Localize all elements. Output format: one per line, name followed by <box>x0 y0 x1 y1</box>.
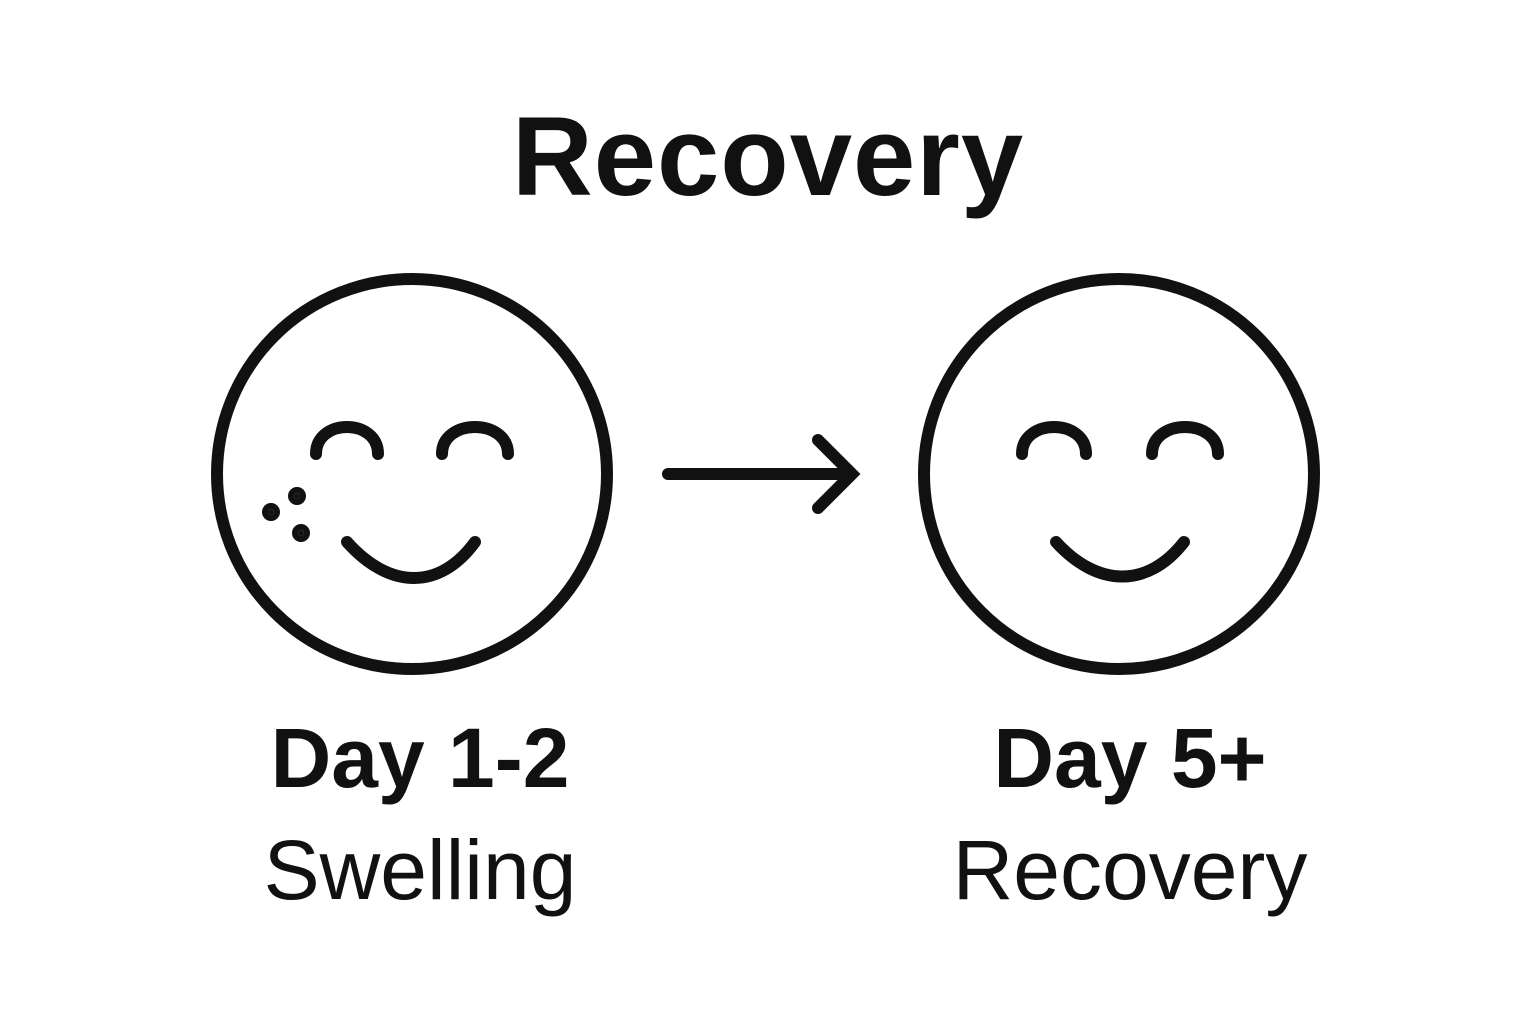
swollen-face-icon <box>211 273 613 675</box>
arrow-right-icon <box>662 434 861 514</box>
happy-face-icon <box>918 273 1320 675</box>
diagram-title: Recovery <box>511 94 1025 219</box>
stage-1-label: Day 1-2 Swelling <box>120 702 720 926</box>
stage-1-day: Day 1-2 <box>270 711 570 805</box>
stage-2-day: Day 5+ <box>993 711 1267 805</box>
stage-2-label: Day 5+ Recovery <box>830 702 1430 926</box>
stage-1-name: Swelling <box>263 823 577 917</box>
stage-2-name: Recovery <box>952 823 1308 917</box>
